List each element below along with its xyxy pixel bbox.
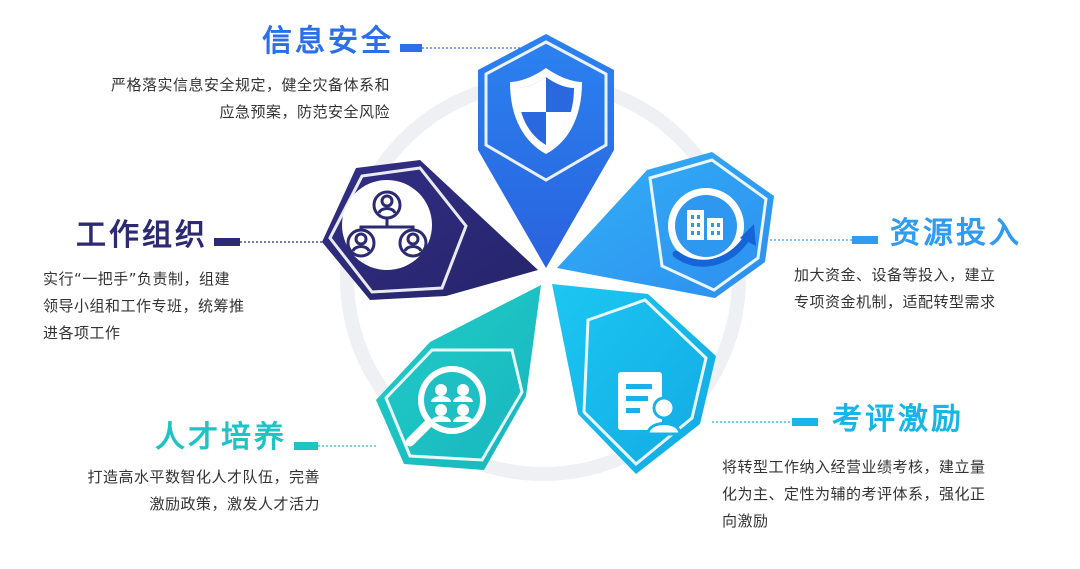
organization-title: 工作组织 (76, 218, 208, 253)
people-network-icon (342, 180, 432, 270)
security-title: 信息安全 (262, 24, 394, 59)
talent-description: 打造高水平数智化人才队伍，完善 激励政策，激发人才活力 (20, 464, 320, 518)
resources-description-line: 专项资金机制，适配转型需求 (794, 293, 996, 311)
evaluation-title-bar (792, 418, 818, 426)
organization-description-line: 进各项工作 (43, 324, 121, 342)
evaluation-description: 将转型工作纳入经营业绩考核，建立量 化为主、定性为辅的考评体系，强化正 向激励 (722, 454, 1072, 535)
organization-description: 实行“一把手”负责制，组建 领导小组和工作专班，统筹推 进各项工作 (43, 266, 303, 347)
security-description: 严格落实信息安全规定，健全灾备体系和 应急预案，防范安全风险 (50, 72, 390, 126)
shield-icon (510, 68, 582, 154)
evaluation-description-line: 化为主、定性为辅的考评体系，强化正 (722, 485, 986, 503)
talent-title: 人才培养 (155, 420, 287, 455)
evaluation-description-line: 向激励 (722, 512, 769, 530)
team-search-icon (405, 366, 486, 447)
resources-description-line: 加大资金、设备等投入，建立 (794, 266, 996, 284)
evaluation-description-line: 将转型工作纳入经营业绩考核，建立量 (722, 458, 986, 476)
building-growth-icon (668, 188, 756, 267)
profile-document-icon (618, 372, 682, 436)
resources-title-bar (852, 236, 878, 244)
security-description-line: 严格落实信息安全规定，健全灾备体系和 (110, 76, 390, 94)
security-description-line: 应急预案，防范安全风险 (219, 103, 390, 121)
resources-description: 加大资金、设备等投入，建立 专项资金机制，适配转型需求 (794, 262, 1064, 316)
security-title-bar (400, 44, 422, 52)
talent-description-line: 激励政策，激发人才活力 (149, 495, 320, 513)
organization-description-line: 实行“一把手”负责制，组建 (43, 270, 231, 288)
talent-title-bar (294, 442, 318, 450)
resources-title: 资源投入 (890, 216, 1022, 251)
organization-description-line: 领导小组和工作专班，统筹推 (43, 297, 245, 315)
talent-description-line: 打造高水平数智化人才队伍，完善 (87, 468, 320, 486)
organization-title-bar (214, 238, 240, 246)
evaluation-title: 考评激励 (832, 402, 964, 437)
